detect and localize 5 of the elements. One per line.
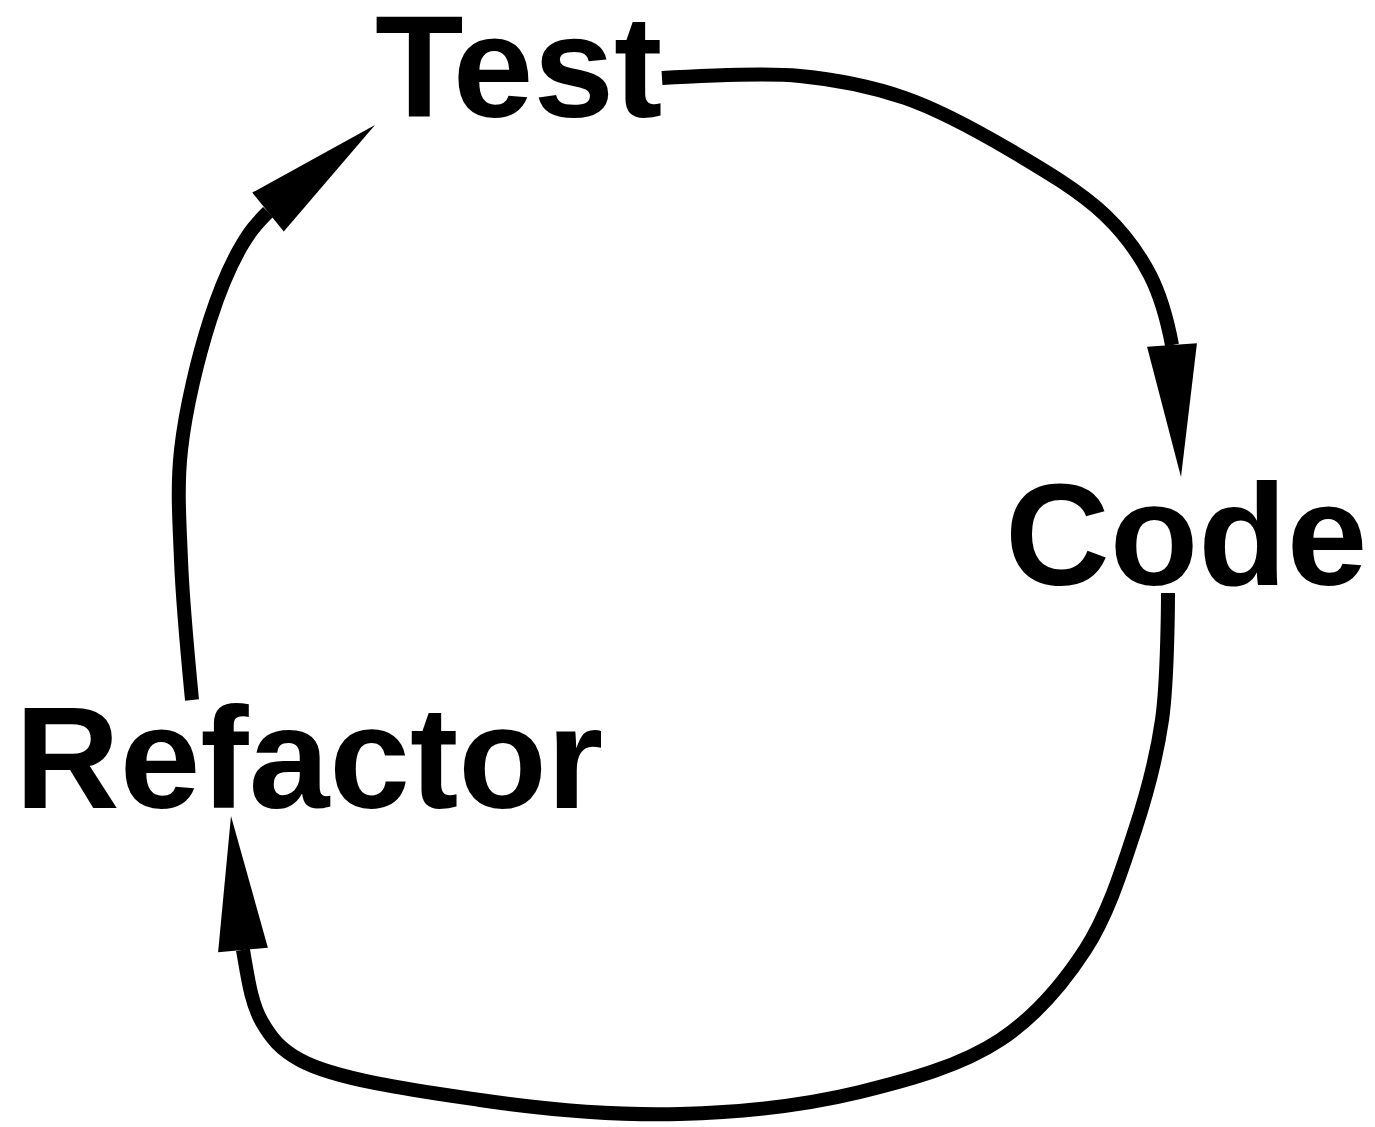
- step-label: Test: [375, 9, 663, 125]
- step-label: Code: [1005, 477, 1368, 593]
- step-label: Refactor: [15, 700, 604, 816]
- cycle-arrow: [661, 67, 1197, 478]
- cycle-arrow: [218, 592, 1175, 1122]
